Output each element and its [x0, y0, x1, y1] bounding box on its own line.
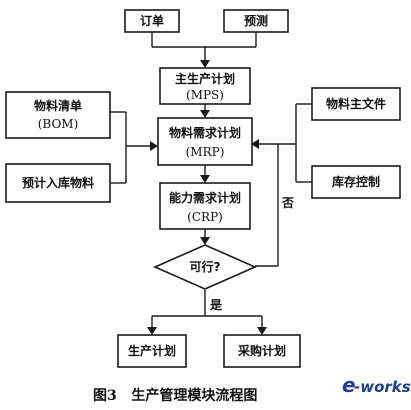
crp-label-line1: 能力需求计划: [169, 190, 241, 205]
feasible-label: 可行?: [190, 259, 221, 274]
order-label: 订单: [140, 13, 164, 28]
production-plan-label: 生产计划: [128, 343, 176, 358]
no-label: 否: [281, 196, 294, 210]
connectors: [110, 30, 312, 335]
forecast-node: 预测: [223, 9, 289, 33]
purchase-plan-label: 采购计划: [237, 343, 286, 358]
item-master-node: 物料主文件: [311, 87, 401, 121]
bom-label-line1: 物料清单: [34, 98, 82, 113]
crp-label-line2: (CRP): [187, 210, 223, 224]
feasible-decision: 可行?: [153, 244, 257, 290]
mrp-label-line1: 物料需求计划: [169, 125, 241, 140]
crp-node: 能力需求计划 (CRP): [159, 182, 251, 230]
production-plan-node: 生产计划: [117, 334, 187, 368]
figure-caption: 图3 生产管理模块流程图: [93, 387, 257, 404]
bom-node: 物料清单 (BOM): [5, 91, 111, 139]
mps-label-line2: (MPS): [186, 88, 224, 102]
mps-node: 主生产计划 (MPS): [159, 67, 251, 105]
mps-label-line1: 主生产计划: [175, 71, 235, 86]
inventory-control-node: 库存控制: [311, 165, 401, 199]
watermark-e: e: [342, 373, 356, 397]
eworks-watermark-logo: e -works: [342, 373, 411, 397]
forecast-label: 预测: [244, 13, 268, 28]
mrp-node: 物料需求计划 (MRP): [157, 117, 253, 166]
item-master-label: 物料主文件: [326, 96, 386, 111]
purchase-plan-node: 采购计划: [223, 334, 301, 368]
order-node: 订单: [124, 9, 180, 33]
inventory-control-label: 库存控制: [332, 174, 380, 189]
watermark-rest: -works: [354, 378, 411, 396]
bom-label-line2: (BOM): [38, 117, 79, 131]
planned-receipts-node: 预计入库物料: [5, 163, 111, 203]
mrp-label-line2: (MRP): [186, 145, 225, 159]
yes-label: 是: [209, 298, 223, 312]
planned-receipts-label: 预计入库物料: [22, 175, 94, 190]
